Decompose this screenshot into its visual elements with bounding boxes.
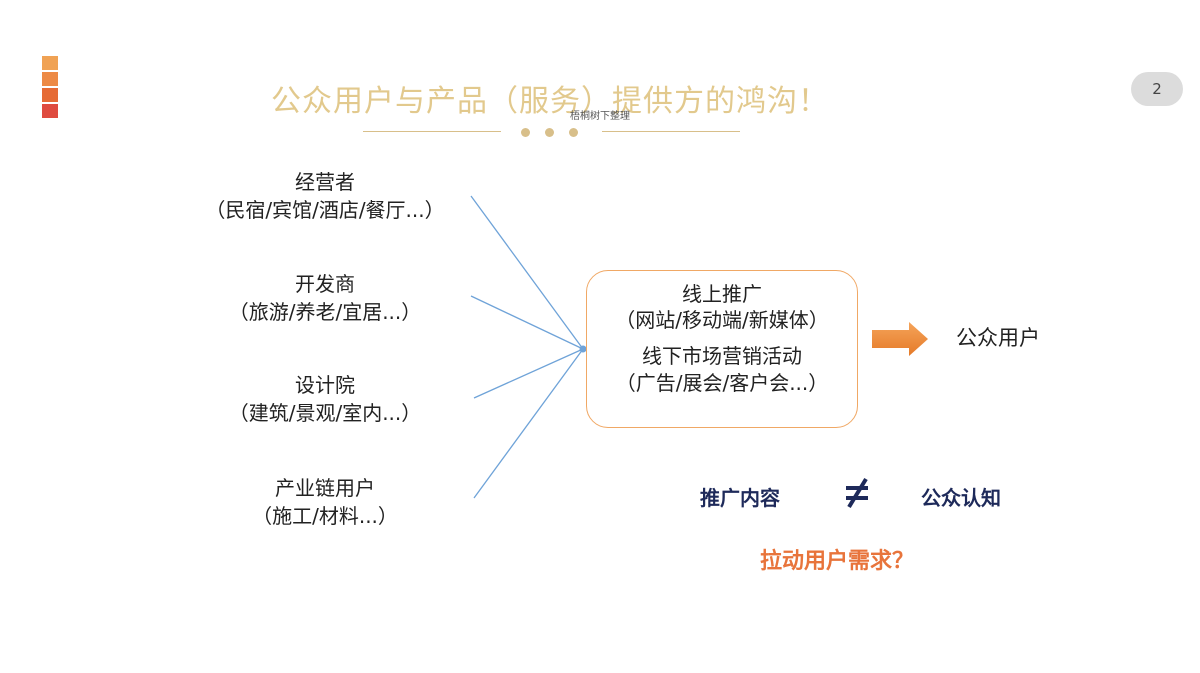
page-title: 公众用户与产品（服务）提供方的鸿沟！ [271,84,829,119]
divider-dot [545,128,554,137]
title-divider-left [363,131,501,132]
source-design-institute: 设计院 （建筑/景观/室内...） [190,371,460,427]
page-number-badge: 2 [1131,72,1183,106]
question-text: 拉动用户需求？ [760,549,915,574]
public-perception-label: 公众认知 [921,486,1001,510]
channel-offline: 线下市场营销活动 [642,344,802,368]
channel-online-detail: （网站/移动端/新媒体） [615,308,829,332]
connector-line-3 [473,348,584,399]
connector-line-4 [473,348,584,499]
source-industry-chain: 产业链用户 （施工/材料...） [190,474,460,530]
source-developer: 开发商 （旅游/养老/宜居...） [190,270,460,326]
promotion-channel-box [586,270,858,428]
channel-online: 线上推广 [682,282,762,306]
not-equal-icon [846,477,868,509]
source-name: 经营者 [295,170,355,194]
connector-line-2 [470,295,584,350]
accent-bar-4 [42,104,58,118]
source-name: 开发商 [295,272,355,296]
source-operator: 经营者 （民宿/宾馆/酒店/餐厅...） [190,168,460,224]
source-detail: （旅游/养老/宜居...） [228,300,422,324]
accent-bars [42,56,58,120]
source-note: 梧桐树下整理 [570,111,630,122]
title-divider-right [602,131,740,132]
accent-bar-1 [42,56,58,70]
divider-dot [569,128,578,137]
source-detail: （施工/材料...） [252,504,398,528]
source-detail: （民宿/宾馆/酒店/餐厅...） [205,198,445,222]
divider-dot [521,128,530,137]
source-name: 产业链用户 [275,476,375,500]
channel-offline-detail: （广告/展会/客户会...） [615,371,829,395]
source-name: 设计院 [295,373,355,397]
accent-bar-2 [42,72,58,86]
connector-junction [579,345,587,353]
connector-line-1 [470,195,584,350]
source-detail: （建筑/景观/室内...） [228,401,422,425]
promotion-content-label: 推广内容 [700,486,780,510]
target-public-users: 公众用户 [956,326,1040,350]
right-arrow-icon [872,322,928,356]
accent-bar-3 [42,88,58,102]
